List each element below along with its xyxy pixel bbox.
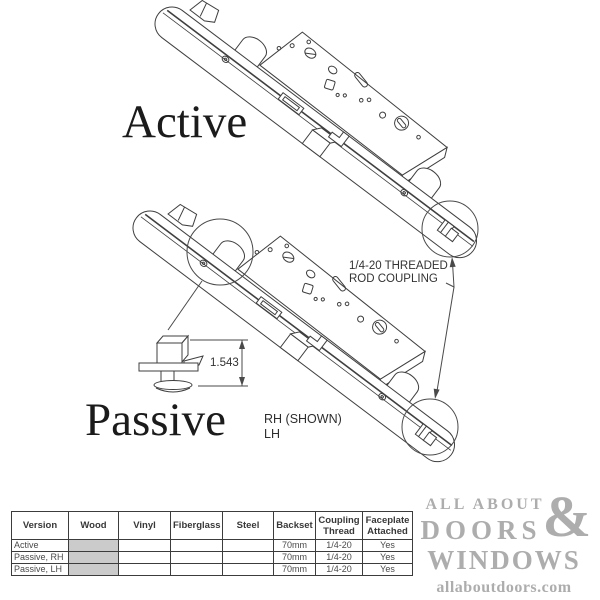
company-logo: ALL ABOUT DOORS & WINDOWS allaboutdoors.… xyxy=(419,488,591,596)
handing-line2: LH xyxy=(264,427,280,441)
table-cell: 70mm xyxy=(273,563,316,576)
table-header-vinyl: Vinyl xyxy=(118,511,171,540)
coupling-callout-line1: 1/4-20 THREADED xyxy=(349,260,448,272)
handing-line1: RH (SHOWN) xyxy=(264,412,342,426)
active-label: Active xyxy=(122,96,248,148)
table-header-coupling-thread: Coupling Thread xyxy=(315,511,363,540)
table-header-version: Version xyxy=(11,511,69,540)
table-cell-shaded xyxy=(68,539,119,552)
logo-website: allaboutdoors.com xyxy=(436,579,572,596)
table-cell: Yes xyxy=(362,551,413,564)
table-row-passive-lh: Passive, LH 70mm 1/4-20 Yes xyxy=(11,563,413,576)
table-cell xyxy=(170,539,223,552)
table-cell: Passive, RH xyxy=(11,551,69,564)
table-header-row: Version Wood Vinyl Fiberglass Steel Back… xyxy=(11,511,413,540)
table-cell xyxy=(118,563,171,576)
table-row-active: Active 70mm 1/4-20 Yes xyxy=(11,539,413,552)
passive-coupling-balloon xyxy=(401,398,459,456)
detail-leader-line xyxy=(167,280,203,331)
table-cell: 1/4-20 xyxy=(315,563,363,576)
logo-line2: DOORS xyxy=(420,515,542,545)
coupling-detail-drawing xyxy=(138,334,204,393)
table-cell-shaded xyxy=(68,551,119,564)
handing-note: RH (SHOWN) LH xyxy=(264,412,342,442)
table-cell: Active xyxy=(11,539,69,552)
table-cell: 1/4-20 xyxy=(315,539,363,552)
table-header-steel: Steel xyxy=(222,511,274,540)
active-coupling-balloon xyxy=(421,200,479,258)
table-cell: Passive, LH xyxy=(11,563,69,576)
table-cell: Yes xyxy=(362,539,413,552)
coupling-callout-line2: ROD COUPLING xyxy=(349,273,438,285)
spec-table: Version Wood Vinyl Fiberglass Steel Back… xyxy=(11,511,413,576)
passive-hub-balloon xyxy=(186,218,254,286)
table-cell xyxy=(170,551,223,564)
table-cell: 1/4-20 xyxy=(315,551,363,564)
coupling-callout-leaders xyxy=(433,257,456,399)
table-header-backset: Backset xyxy=(273,511,316,540)
coupling-callout: 1/4-20 THREADED ROD COUPLING xyxy=(349,260,448,286)
table-cell xyxy=(222,551,274,564)
logo-line3: WINDOWS xyxy=(427,545,581,575)
table-row-passive-rh: Passive, RH 70mm 1/4-20 Yes xyxy=(11,551,413,564)
table-cell: Yes xyxy=(362,563,413,576)
table-cell xyxy=(222,539,274,552)
table-cell xyxy=(118,551,171,564)
table-header-faceplate-attached: Faceplate Attached xyxy=(362,511,413,540)
dimension-lines xyxy=(190,339,248,387)
table-header-fiberglass: Fiberglass xyxy=(170,511,223,540)
table-cell-shaded xyxy=(68,563,119,576)
table-cell: 70mm xyxy=(273,551,316,564)
table-cell xyxy=(222,563,274,576)
table-header-wood: Wood xyxy=(68,511,119,540)
table-cell xyxy=(118,539,171,552)
logo-ampersand: & xyxy=(542,484,591,549)
table-cell: 70mm xyxy=(273,539,316,552)
table-cell xyxy=(170,563,223,576)
passive-label: Passive xyxy=(85,394,226,446)
logo-line1: ALL ABOUT xyxy=(425,496,545,513)
dimension-text: 1.543 xyxy=(209,357,240,369)
